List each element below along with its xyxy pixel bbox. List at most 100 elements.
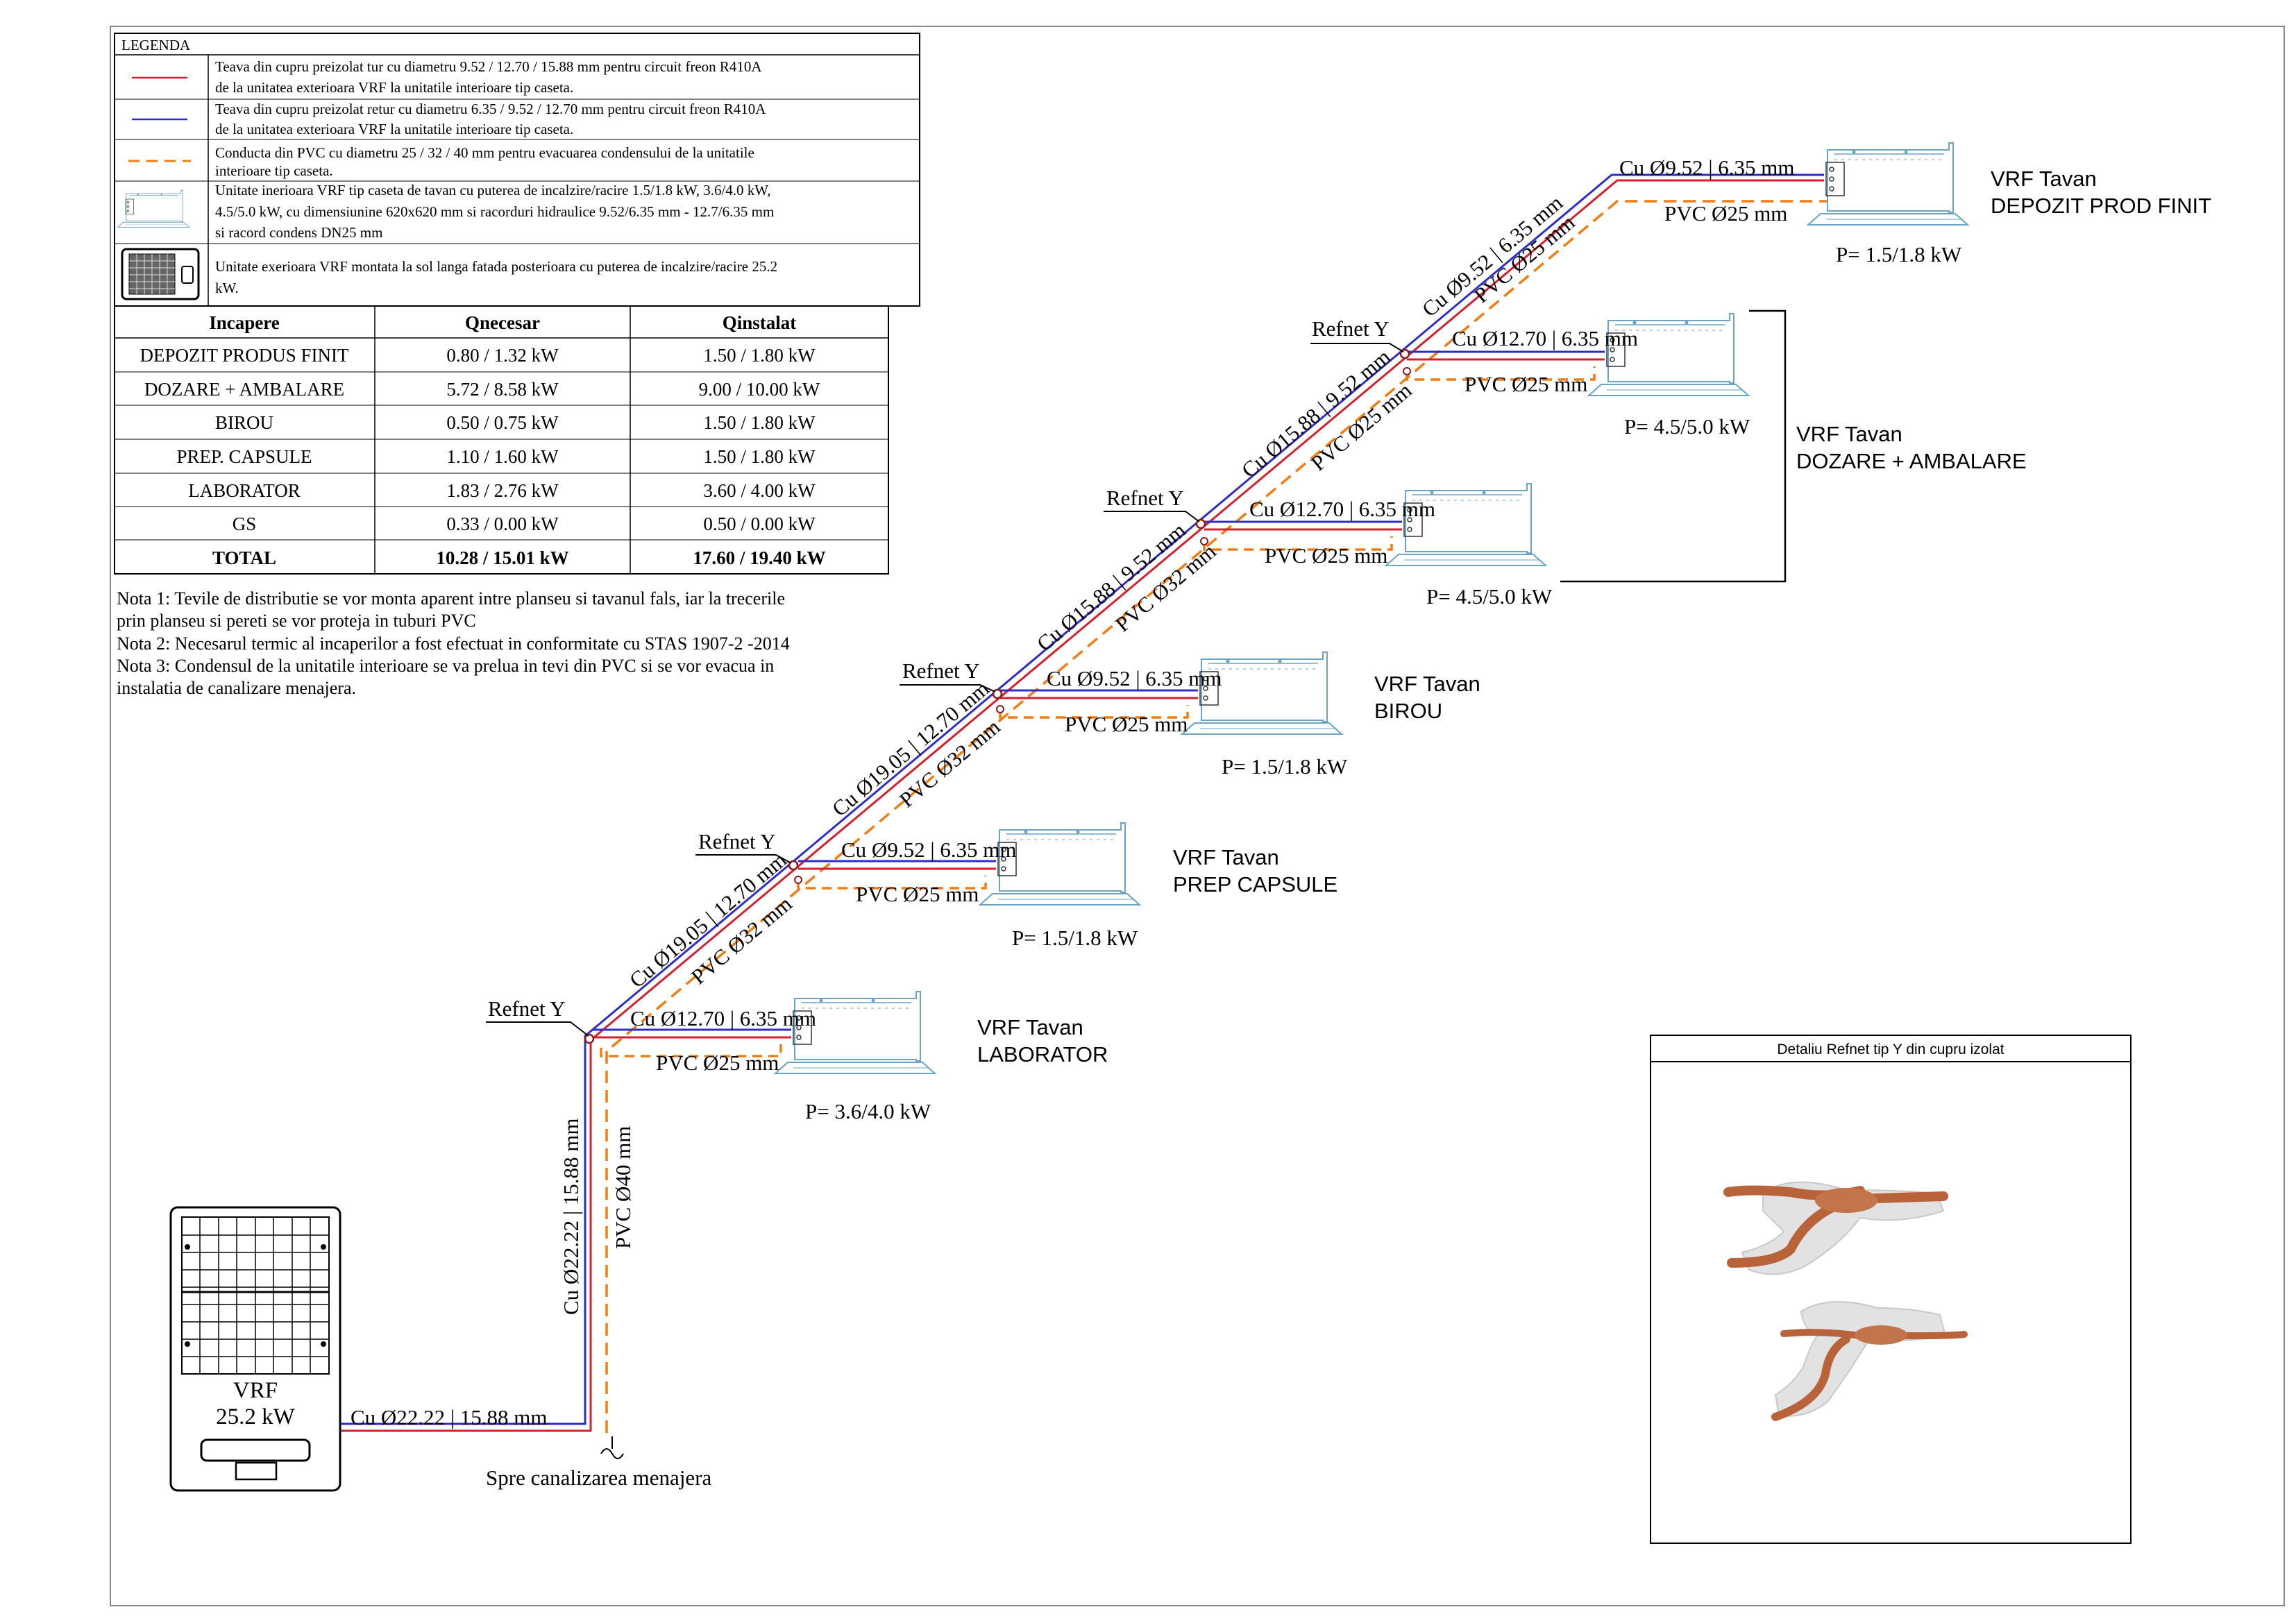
indoor-unit-depozit <box>1807 142 1968 226</box>
table-header-room: Incapere <box>209 312 280 333</box>
branch-cu-label: Cu Ø12.70 | 6.35 mm <box>1249 497 1435 521</box>
table-cell: 0.80 / 1.32 kW <box>446 345 559 366</box>
drain-label: Spre canalizarea menajera <box>486 1465 712 1490</box>
outdoor-unit-symbol <box>121 248 200 300</box>
detail-title: Detaliu Refnet tip Y din cupru izolat <box>1777 1042 2004 1057</box>
legend-row-3-line-2: interioare tip caseta. <box>215 162 333 179</box>
unit-name: VRF Tavan <box>1374 672 1480 696</box>
unit-power: P= 1.5/1.8 kW <box>1012 926 1138 950</box>
unit-power: P= 4.5/5.0 kW <box>1426 584 1553 609</box>
legend-row-2-line-1: Teava din cupru preizolat retur cu diame… <box>215 101 766 117</box>
note-line: Nota 1: Tevile de distributie se vor mon… <box>117 588 785 609</box>
notes: Nota 1: Tevile de distributie se vor mon… <box>117 588 790 698</box>
indoor-unit-dozare-2 <box>1385 483 1546 566</box>
legend: LEGENDA Teava din cupru preizolat tur cu… <box>114 33 920 307</box>
note-line: Nota 2: Necesarul termic al incaperilor … <box>117 634 790 654</box>
branch-pvc-label: PVC Ø25 mm <box>856 882 979 906</box>
table-cell: 1.50 / 1.80 kW <box>703 345 816 366</box>
outdoor-unit-title: VRF <box>233 1378 278 1403</box>
table-total-qinstalat: 17.60 / 19.40 kW <box>693 547 825 568</box>
refnet-y-fitting-photo-1 <box>1723 1181 1948 1275</box>
table-cell: 1.10 / 1.60 kW <box>446 446 559 467</box>
unit-name: VRF Tavan <box>1991 167 2097 191</box>
refnet-label: Refnet Y <box>1106 486 1184 510</box>
branch-pvc-label: PVC Ø25 mm <box>1265 543 1387 568</box>
legend-row-1-line-1: Teava din cupru preizolat tur cu diametr… <box>215 58 762 75</box>
legend-row-2-line-2: de la unitatea exterioara VRF la unitati… <box>215 121 573 137</box>
table-cell: 0.50 / 0.00 kW <box>703 513 816 534</box>
table-cell: 0.50 / 0.75 kW <box>446 412 559 433</box>
legend-row-5-line-2: kW. <box>215 280 239 296</box>
legend-row-1-line-2: de la unitatea exterioara VRF la unitati… <box>215 79 573 96</box>
table-cell: DEPOZIT PRODUS FINIT <box>140 345 349 366</box>
unit-power: P= 1.5/1.8 kW <box>1836 242 1962 266</box>
condensate-main-pipe <box>605 200 1829 1433</box>
table-cell: 1.50 / 1.80 kW <box>703 446 816 467</box>
sheet-frame <box>110 26 2285 1606</box>
note-line: Nota 3: Condensul de la unitatile interi… <box>117 656 774 676</box>
table-cell: 1.83 / 2.76 kW <box>446 480 559 501</box>
refnet-label: Refnet Y <box>698 829 776 853</box>
main-vertical-pvc-label: PVC Ø40 mm <box>611 1126 635 1249</box>
table-cell: 5.72 / 8.58 kW <box>446 379 559 400</box>
unit-name: VRF Tavan <box>1796 422 1902 446</box>
unit-name: DOZARE + AMBALARE <box>1796 449 2027 473</box>
branch-cu-label: Cu Ø9.52 | 6.35 mm <box>841 838 1017 862</box>
table-cell: 9.00 / 10.00 kW <box>699 379 820 400</box>
branch-cu-label: Cu Ø12.70 | 6.35 mm <box>630 1006 816 1030</box>
table-cell: DOZARE + AMBALARE <box>144 379 344 400</box>
outdoor-unit-power: 25.2 kW <box>216 1404 296 1429</box>
refnet-y-fitting-photo-2 <box>1771 1301 1968 1421</box>
table-cell: 3.60 / 4.00 kW <box>703 480 816 501</box>
legend-row-4-line-2: 4.5/5.0 kW, cu dimensiunine 620x620 mm s… <box>215 203 774 220</box>
unit-power: P= 3.6/4.0 kW <box>805 1099 931 1123</box>
unit-name: VRF Tavan <box>977 1015 1083 1039</box>
table-header-qnecesar: Qnecesar <box>465 312 540 333</box>
unit-name: LABORATOR <box>977 1042 1108 1067</box>
indoor-unit-birou <box>1181 652 1342 735</box>
table-cell: 0.33 / 0.00 kW <box>446 513 559 534</box>
legend-row-3-line-1: Conducta din PVC cu diametru 25 / 32 / 4… <box>215 144 754 161</box>
refnet-label: Refnet Y <box>902 658 980 683</box>
indoor-unit-symbol <box>117 189 190 228</box>
unit-name: PREP CAPSULE <box>1173 872 1337 897</box>
table-cell: LABORATOR <box>188 480 301 501</box>
pipe-network <box>340 173 1829 1459</box>
load-table: Incapere Qnecesar Qinstalat DEPOZIT PROD… <box>114 305 889 575</box>
table-cell: BIROU <box>215 412 273 433</box>
table-total-qnecesar: 10.28 / 15.01 kW <box>436 547 568 568</box>
branch-pvc-label: PVC Ø25 mm <box>1464 372 1587 396</box>
branch-pvc-label: PVC Ø25 mm <box>1664 201 1787 226</box>
table-cell: GS <box>233 513 257 534</box>
table-total-label: TOTAL <box>212 547 276 568</box>
drain-symbol <box>600 1448 624 1459</box>
table-header-qinstalat: Qinstalat <box>723 312 797 333</box>
note-line: instalatia de canalizare menajera. <box>117 678 356 698</box>
unit-name: DEPOZIT PROD FINIT <box>1991 194 2211 218</box>
dozare-group-bracket <box>1560 309 1787 583</box>
branch-cu-label: Cu Ø9.52 | 6.35 mm <box>1619 155 1795 180</box>
branch-cu-label: Cu Ø9.52 | 6.35 mm <box>1047 666 1222 690</box>
outdoor-unit: VRF 25.2 kW <box>169 1206 341 1492</box>
refnet-label: Refnet Y <box>1312 316 1390 341</box>
unit-power: P= 1.5/1.8 kW <box>1222 754 1348 779</box>
main-vertical-cu-label: Cu Ø22.22 | 15.88 mm <box>559 1119 583 1316</box>
legend-row-4-line-1: Unitate inerioara VRF tip caseta de tava… <box>215 182 770 198</box>
branch-cu-label: Cu Ø12.70 | 6.35 mm <box>1452 326 1638 350</box>
indoor-unit-prep-capsule <box>979 822 1140 906</box>
table-cell: PREP. CAPSULE <box>176 446 312 467</box>
table-cell: 1.50 / 1.80 kW <box>703 412 816 433</box>
legend-row-4-line-3: si racord condens DN25 mm <box>215 224 382 241</box>
branch-pvc-label: PVC Ø25 mm <box>656 1051 779 1075</box>
branch-pvc-label: PVC Ø25 mm <box>1065 712 1188 736</box>
main-horizontal-pipe-label: Cu Ø22.22 | 15.88 mm <box>351 1405 548 1429</box>
refnet-detail: Detaliu Refnet tip Y din cupru izolat <box>1650 1035 2132 1544</box>
legend-row-5-line-1: Unitate exerioara VRF montata la sol lan… <box>215 258 777 275</box>
note-line: prin planseu si pereti se vor proteja in… <box>117 611 476 631</box>
refnet-label: Refnet Y <box>488 996 566 1021</box>
indoor-unit-laboratory <box>775 991 936 1074</box>
unit-power: P= 4.5/5.0 kW <box>1624 414 1750 439</box>
legend-title: LEGENDA <box>121 37 191 53</box>
unit-name: BIROU <box>1374 699 1442 723</box>
